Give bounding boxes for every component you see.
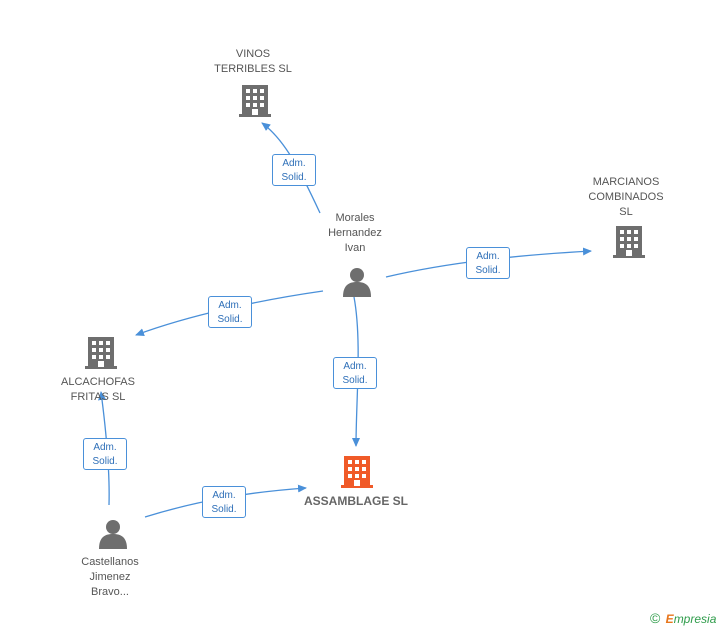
- node-label-alcachofas-line2: FRITAS SL: [70, 391, 126, 403]
- edge-label-line1: Adm.: [282, 158, 306, 169]
- node-label-vinos-line2: TERRIBLES SL: [214, 63, 292, 75]
- edge-label-line1: Adm.: [476, 251, 500, 262]
- edge-label-line2: Solid.: [475, 265, 501, 276]
- node-label-morales-line1: Morales: [335, 212, 375, 224]
- building-icon-assamblage[interactable]: [341, 456, 373, 488]
- edge-label-line1: Adm.: [343, 361, 367, 372]
- edge-label-castellanos-alcachofas[interactable]: Adm. Solid.: [83, 438, 127, 470]
- node-label-castellanos[interactable]: Castellanos Jimenez Bravo...: [60, 555, 160, 600]
- brand-name: mpresia: [673, 612, 717, 626]
- edge-label-line1: Adm.: [212, 490, 236, 501]
- edge-label-line2: Solid.: [92, 456, 118, 467]
- node-label-assamblage-text: ASSAMBLAGE SL: [303, 494, 408, 508]
- person-icon-morales[interactable]: [343, 268, 371, 297]
- node-label-morales-line2: Hernandez: [328, 227, 382, 239]
- edge-label-morales-marcianos[interactable]: Adm. Solid.: [466, 247, 510, 279]
- edge-label-line2: Solid.: [217, 314, 243, 325]
- edge-label-castellanos-assamblage[interactable]: Adm. Solid.: [202, 486, 246, 518]
- person-icon-castellanos[interactable]: [99, 520, 127, 549]
- edge-label-line2: Solid.: [281, 172, 307, 183]
- node-label-marcianos[interactable]: MARCIANOS COMBINADOS SL: [576, 175, 676, 220]
- node-label-marcianos-line3: SL: [619, 206, 633, 218]
- footer-brand: © Empresia: [650, 610, 716, 626]
- node-label-assamblage[interactable]: ASSAMBLAGE SL: [294, 494, 418, 509]
- edge-label-morales-assamblage[interactable]: Adm. Solid.: [333, 357, 377, 389]
- node-label-castellanos-line3: Bravo...: [91, 586, 129, 598]
- node-label-castellanos-line2: Jimenez: [89, 571, 131, 583]
- building-icon-alcachofas[interactable]: [85, 337, 117, 369]
- node-label-marcianos-line1: MARCIANOS: [592, 176, 660, 188]
- node-label-vinos[interactable]: VINOS TERRIBLES SL: [203, 47, 303, 77]
- building-icon-marcianos[interactable]: [613, 226, 645, 258]
- node-label-alcachofas[interactable]: ALCACHOFAS FRITAS SL: [48, 375, 148, 405]
- edge-label-line1: Adm.: [218, 300, 242, 311]
- edge-label-morales-alcachofas[interactable]: Adm. Solid.: [208, 296, 252, 328]
- node-label-castellanos-line1: Castellanos: [81, 556, 139, 568]
- copyright-icon: ©: [650, 610, 661, 626]
- node-label-vinos-line1: VINOS: [235, 48, 271, 60]
- node-label-morales[interactable]: Morales Hernandez Ivan: [305, 211, 405, 256]
- edge-label-morales-vinos[interactable]: Adm. Solid.: [272, 154, 316, 186]
- node-label-marcianos-line2: COMBINADOS: [588, 191, 664, 203]
- edge-label-line2: Solid.: [342, 375, 368, 386]
- edge-label-line2: Solid.: [211, 504, 237, 515]
- edge-label-line1: Adm.: [93, 442, 117, 453]
- node-label-morales-line3: Ivan: [344, 242, 366, 254]
- building-icon-vinos[interactable]: [239, 85, 271, 117]
- brand-initial: E: [665, 612, 674, 626]
- node-label-alcachofas-line1: ALCACHOFAS: [61, 376, 135, 388]
